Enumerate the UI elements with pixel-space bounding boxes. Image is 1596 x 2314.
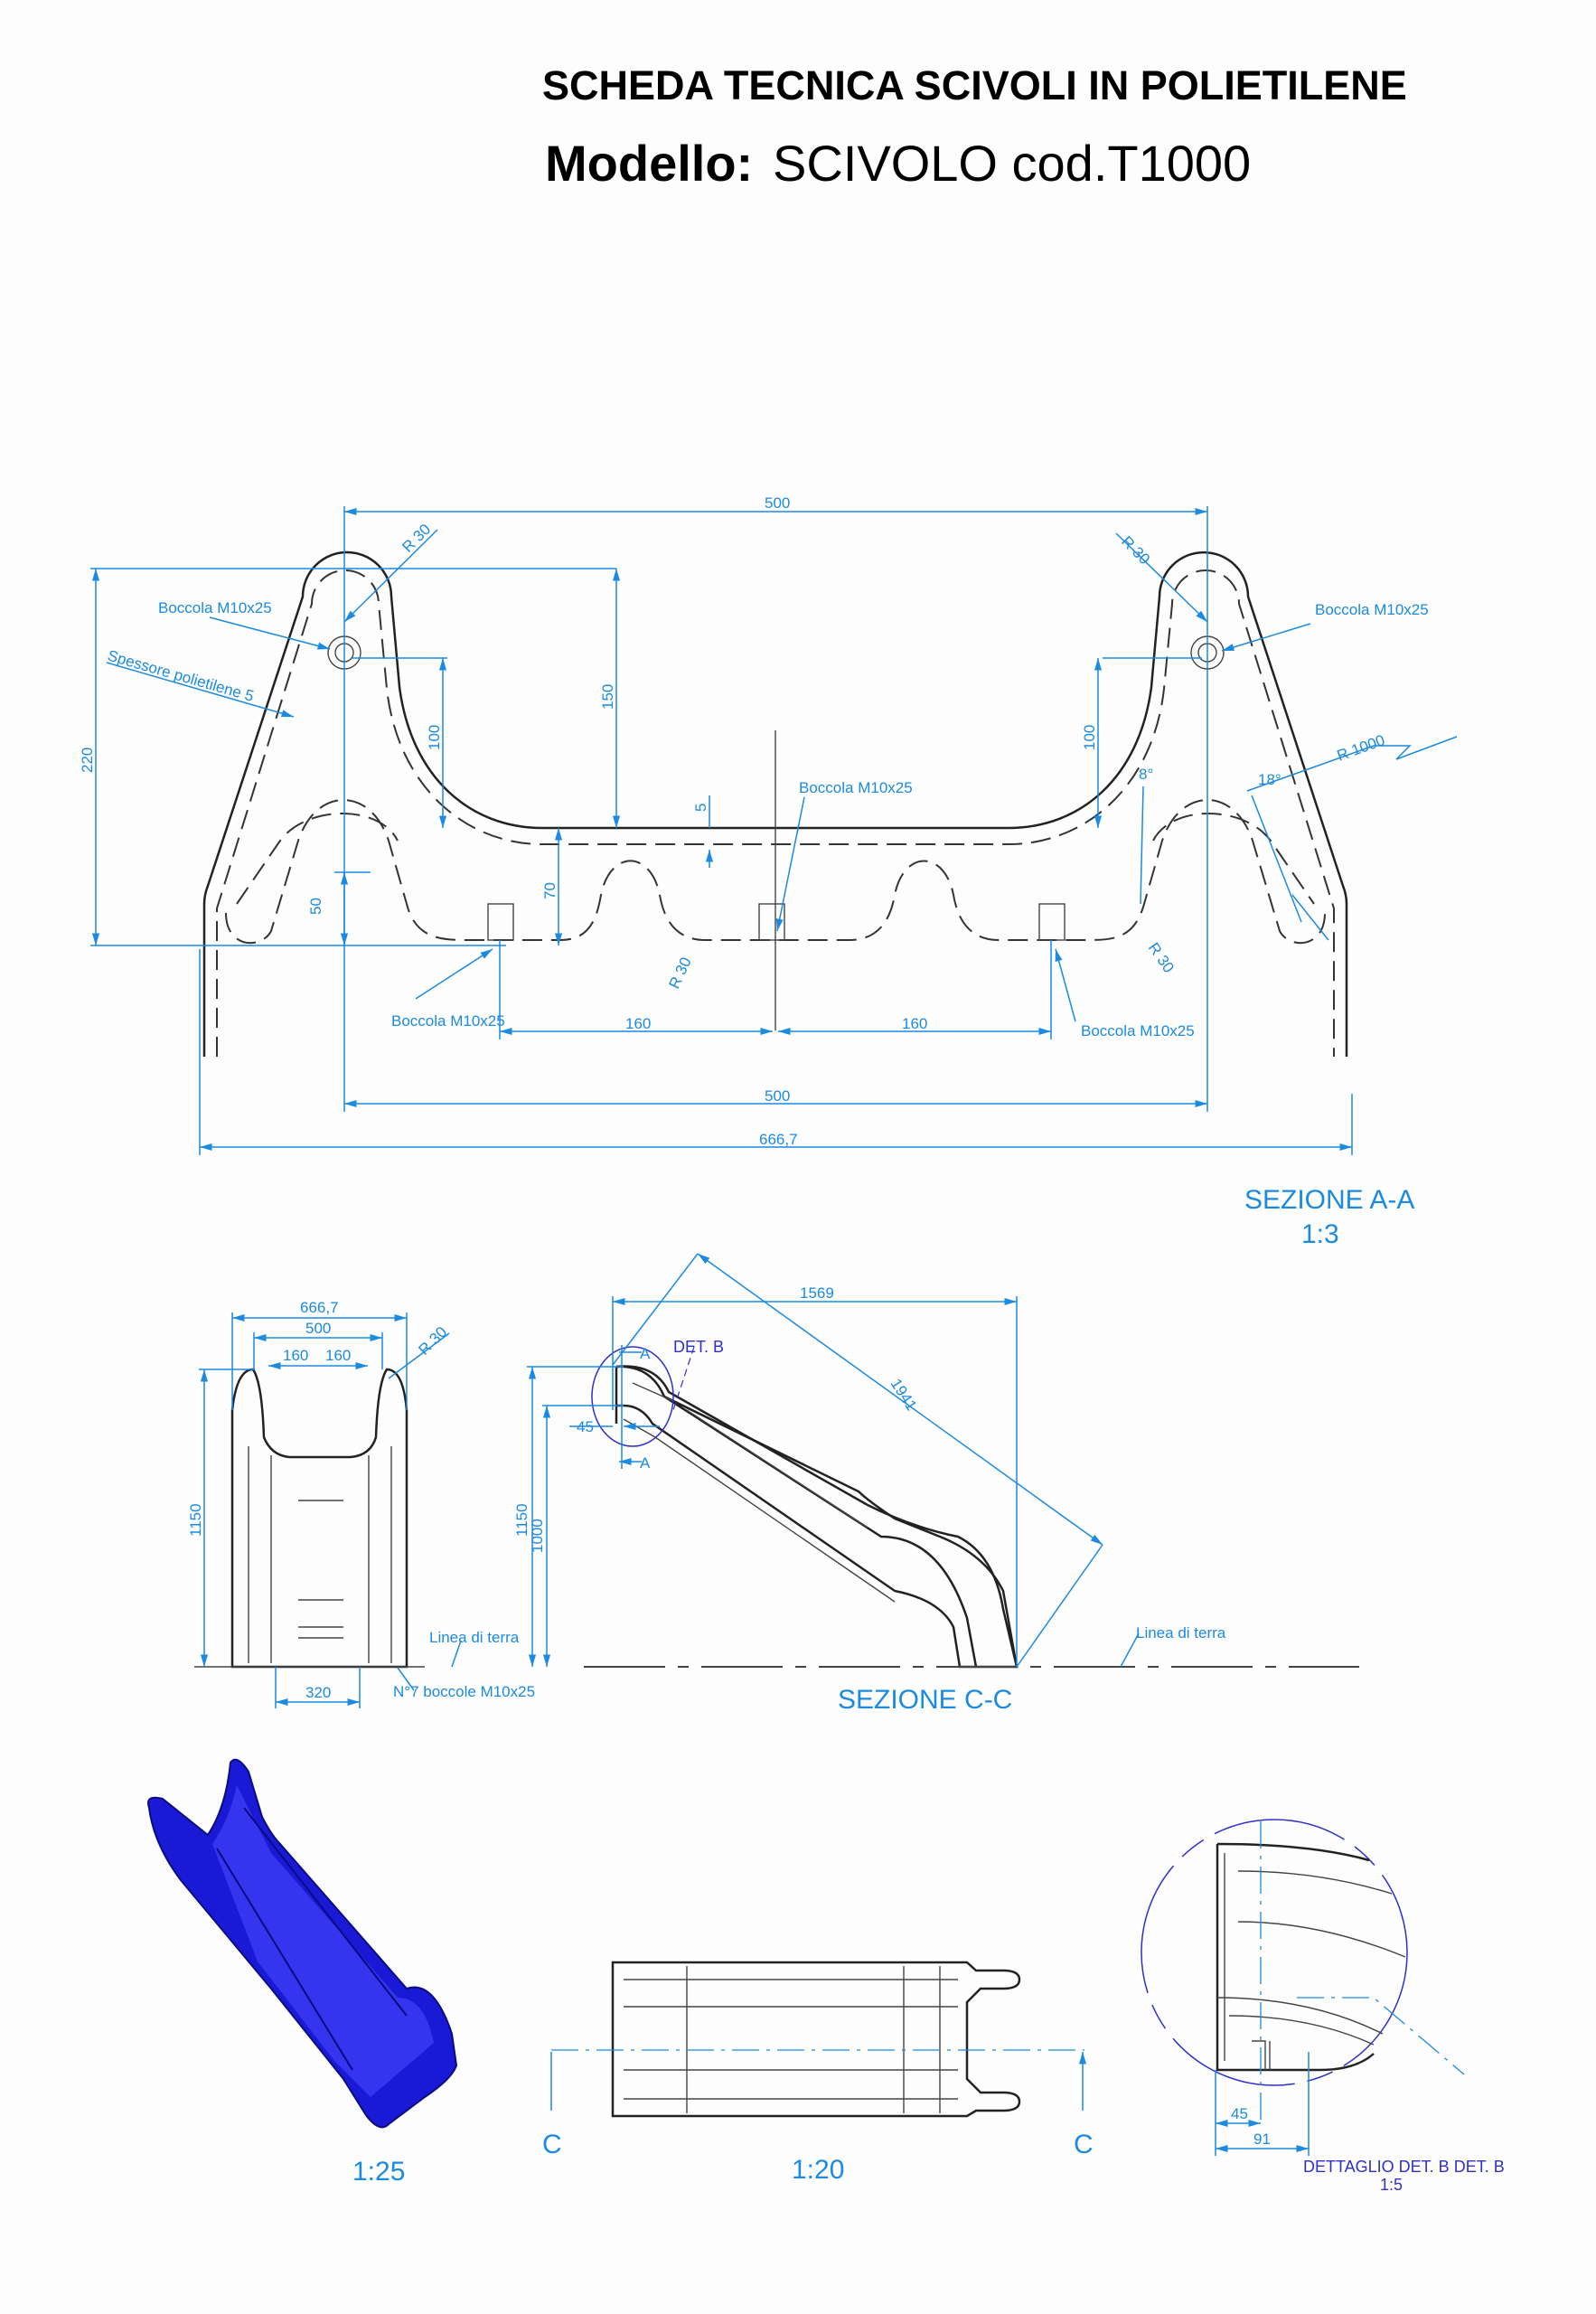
section-aa-title: SEZIONE A-A — [1244, 1185, 1414, 1215]
dim-r1000: R 1000 — [1335, 731, 1387, 765]
section-aa-scale: 1:3 — [1301, 1219, 1339, 1249]
top-scale: 1:20 — [792, 2155, 844, 2185]
detail-dim-91: 91 — [1253, 2131, 1271, 2148]
section-aa-ribs-inner — [236, 813, 1315, 905]
cc-dim-diagonal: 1941 — [887, 1376, 921, 1414]
dim-height-220: 220 — [79, 748, 96, 773]
section-aa-ribs — [225, 799, 1326, 944]
detail-b-title: DETTAGLIO DET. B DET. B — [1303, 2158, 1505, 2176]
dim-height-70: 70 — [541, 882, 559, 899]
model-value: SCIVOLO cod.T1000 — [773, 135, 1251, 192]
front-view: 666,7 500 160 160 R 30 1150 320 Linea di… — [187, 1299, 535, 1708]
label-boccola-center: Boccola M10x25 — [799, 779, 913, 796]
front-label-bushings: N°7 boccole M10x25 — [393, 1683, 535, 1700]
dim-spacing-left: 160 — [625, 1015, 651, 1032]
front-label-ground: Linea di terra — [429, 1629, 520, 1646]
detail-b-scale: 1:5 — [1380, 2176, 1403, 2194]
dim-angle-8: 8° — [1139, 766, 1153, 783]
label-boccola-top-right: Boccola M10x25 — [1315, 601, 1429, 618]
detail-dim-45: 45 — [1231, 2105, 1248, 2122]
front-dim-height: 1150 — [187, 1503, 204, 1537]
front-dim-width-500: 500 — [305, 1320, 331, 1337]
front-dim-spacing-b: 160 — [325, 1347, 351, 1364]
cc-dim-length: 1569 — [800, 1284, 834, 1302]
front-dim-base: 320 — [305, 1684, 331, 1701]
dim-height-150: 150 — [599, 684, 616, 710]
iso-view-slide: 1:25 — [147, 1758, 458, 2187]
cc-cut-a-top: A — [640, 1345, 651, 1362]
label-boccola-bottom-right: Boccola M10x25 — [1081, 1022, 1195, 1039]
dim-height-50: 50 — [307, 898, 324, 915]
cc-label-ground: Linea di terra — [1136, 1624, 1226, 1641]
iso-scale: 1:25 — [352, 2157, 405, 2187]
section-aa-drawing: 500 220 150 100 100 70 50 5 160 160 500 … — [79, 494, 1458, 1249]
front-dim-r30: R 30 — [415, 1323, 450, 1359]
dim-top-width: 500 — [765, 494, 790, 512]
detail-b-view: 45 91 DETTAGLIO DET. B DET. B 1:5 — [1141, 1819, 1505, 2194]
detail-b-circle-marker — [591, 1346, 674, 1447]
section-aa-dimension-lines — [90, 506, 1458, 1155]
cc-detail-b-label: DET. B — [673, 1338, 724, 1356]
top-cut-right: C — [1074, 2130, 1094, 2159]
dim-height-100-left: 100 — [426, 725, 443, 750]
dim-r30-top-right: R 30 — [1118, 532, 1153, 568]
top-cut-left: C — [542, 2130, 562, 2159]
dim-width-total: 666,7 — [759, 1131, 798, 1148]
dim-r30-bottom-mid: R 30 — [665, 955, 694, 992]
top-view: C C 1:20 — [542, 1961, 1094, 2185]
front-dim-width-total: 666,7 — [300, 1299, 339, 1316]
dim-spacing-right: 160 — [902, 1015, 927, 1032]
cc-dim-height-1000: 1000 — [529, 1519, 546, 1553]
cc-cut-a-bottom: A — [640, 1454, 651, 1472]
label-boccola-bottom-left: Boccola M10x25 — [391, 1012, 505, 1030]
sheet-title: SCHEDA TECNICA SCIVOLI IN POLIETILENE — [542, 62, 1407, 108]
dim-thickness-5: 5 — [692, 804, 709, 812]
front-dim-spacing-a: 160 — [283, 1347, 308, 1364]
cc-dim-offset-45: 45 — [577, 1418, 594, 1435]
cc-dim-height-1150: 1150 — [513, 1503, 530, 1537]
dim-height-100-right: 100 — [1081, 725, 1098, 750]
section-cc-title: SEZIONE C-C — [838, 1685, 1012, 1715]
dim-r30-bottom-right: R 30 — [1145, 939, 1178, 975]
label-boccola-top-left: Boccola M10x25 — [158, 599, 272, 616]
section-cc-view: 1569 1941 1150 1000 45 A A DET. B Linea … — [513, 1253, 1359, 1715]
dim-width-500: 500 — [765, 1087, 790, 1105]
dim-angle-18: 18° — [1258, 771, 1281, 788]
bushing-marks — [327, 635, 1225, 1030]
label-spessore: Spessore polietilene 5 — [106, 647, 256, 705]
model-label: Modello: — [545, 135, 753, 192]
